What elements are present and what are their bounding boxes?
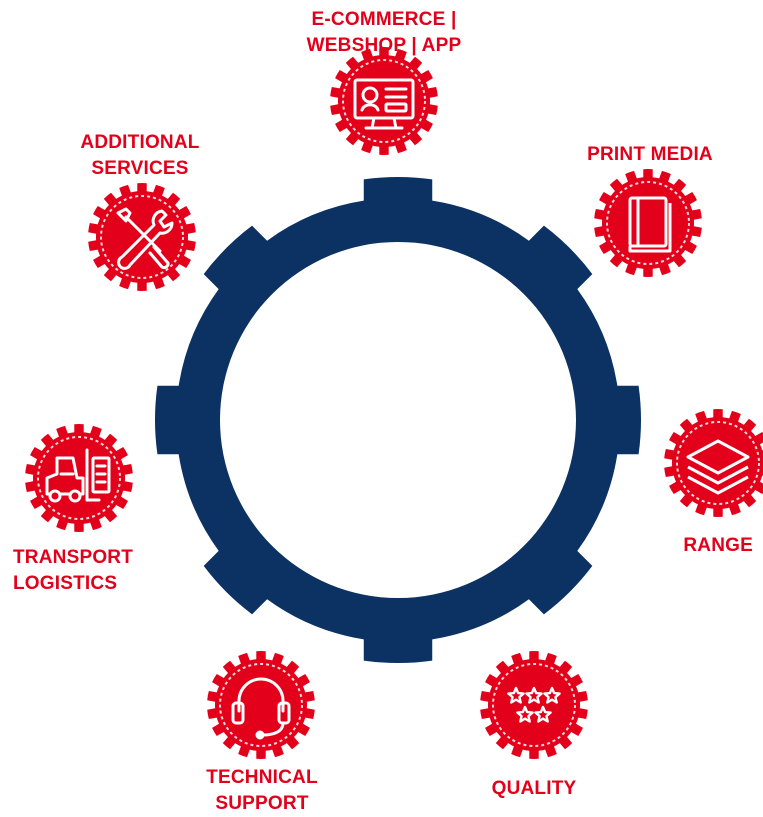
ecommerce-badge — [330, 47, 438, 155]
label-technical-support: TECHNICAL SUPPORT — [177, 765, 347, 817]
label-ecommerce-line-1: E-COMMERCE | — [311, 9, 457, 30]
layers-icon — [686, 439, 750, 495]
star-icon — [525, 686, 543, 704]
badge-dotted-ring — [676, 421, 760, 505]
label-additional-services-line-2: SERVICES — [91, 158, 189, 179]
central-gear-body — [154, 176, 642, 664]
label-transport-logistics: TRANSPORT LOGISTICS — [13, 545, 183, 597]
node-ecommerce — [330, 47, 438, 155]
node-additional-services — [88, 183, 196, 291]
badge-cog-shape — [594, 169, 702, 277]
badge-dotted-ring — [100, 195, 184, 279]
badge-cog-shape — [664, 409, 763, 517]
central-gear — [154, 176, 642, 664]
badge-cog-shape — [330, 47, 438, 155]
label-print-media-line-1: PRINT MEDIA — [587, 144, 713, 165]
label-technical-support-line-2: SUPPORT — [215, 793, 309, 814]
node-print-media — [594, 169, 702, 277]
quality-badge — [480, 651, 588, 759]
label-print-media: PRINT MEDIA — [560, 142, 740, 168]
label-range: RANGE — [613, 533, 753, 559]
badge-dotted-ring — [606, 181, 690, 265]
label-transport-logistics-line-2: LOGISTICS — [13, 573, 118, 594]
monitor-icon — [353, 78, 415, 130]
star-icon — [516, 705, 534, 723]
range-badge — [664, 409, 763, 517]
badge-dotted-ring — [219, 663, 303, 747]
star-icon — [507, 686, 525, 704]
node-technical-support — [207, 651, 315, 759]
badge-dotted-ring — [492, 663, 576, 747]
label-range-line-1: RANGE — [683, 535, 753, 556]
node-range — [664, 409, 763, 517]
label-quality-line-1: QUALITY — [491, 778, 577, 799]
star-icon — [534, 705, 552, 723]
tools-icon — [116, 207, 174, 270]
print-media-badge — [594, 169, 702, 277]
node-transport-logistics — [25, 424, 133, 532]
forklift-icon — [45, 448, 111, 503]
label-technical-support-line-1: TECHNICAL — [206, 767, 318, 788]
badge-dotted-ring — [342, 59, 426, 143]
node-quality — [480, 651, 588, 759]
label-ecommerce: E-COMMERCE | WEBSHOP | APP — [294, 7, 474, 59]
badge-cog-shape — [207, 651, 315, 759]
label-quality: QUALITY — [464, 776, 604, 802]
label-transport-logistics-line-1: TRANSPORT — [13, 547, 134, 568]
technical-support-badge — [207, 651, 315, 759]
label-additional-services: ADDITIONAL SERVICES — [50, 130, 230, 182]
label-ecommerce-line-2: WEBSHOP | APP — [306, 35, 462, 56]
badge-dotted-ring — [37, 436, 121, 520]
book-icon — [628, 196, 672, 253]
badge-cog-shape — [480, 651, 588, 759]
stars-icon — [507, 686, 561, 723]
star-icon — [543, 686, 561, 704]
label-additional-services-line-1: ADDITIONAL — [80, 132, 200, 153]
headset-icon — [231, 677, 291, 740]
